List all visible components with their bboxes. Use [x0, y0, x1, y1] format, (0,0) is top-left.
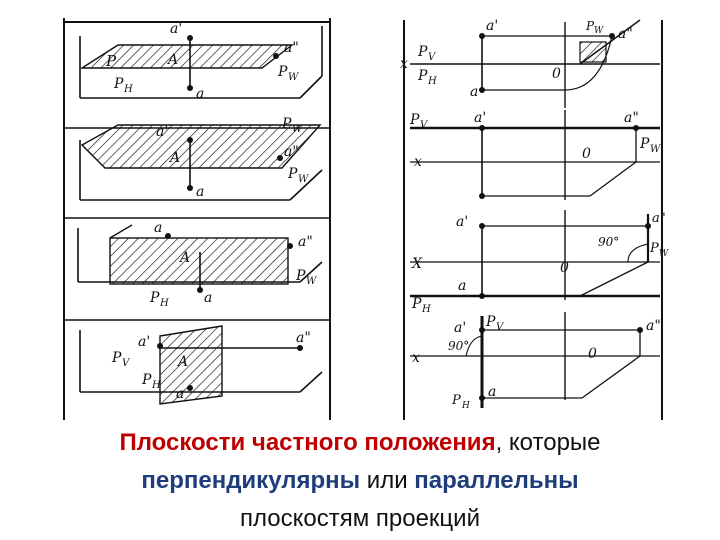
label-a-double-e4: a"	[646, 318, 661, 334]
label-zero-e3: 0	[560, 260, 569, 276]
label-zero-e2: 0	[582, 146, 591, 162]
epure-1: x P V P H a' a 0 a" P W	[400, 18, 660, 108]
label-PH-e3: P	[411, 296, 422, 312]
label-PH-e1: P	[417, 68, 428, 84]
sketch-4-profile-plane: a' a" A a P V P H	[64, 319, 330, 405]
label-PW-sub-e3: W	[659, 249, 669, 259]
label-PW-sub-3: W	[306, 276, 317, 287]
epure-3: a' a" X 0 a 90° P H P W	[410, 210, 669, 315]
label-PH-4: P	[141, 372, 152, 388]
label-A-3: A	[178, 250, 190, 266]
label-PV-sub-e2: V	[420, 120, 429, 131]
label-P-1: P	[105, 52, 117, 70]
caption-title-highlight: Плоскости частного положения	[119, 429, 496, 456]
sketch-3-plane: a a" A a P H P W	[64, 217, 330, 309]
label-PH-3: P	[149, 290, 160, 306]
caption-text-which: , которые	[495, 429, 601, 456]
label-a-double-1: a"	[284, 40, 299, 56]
label-PW-3: P	[295, 268, 306, 284]
label-A-1: A	[166, 52, 178, 68]
label-a-double-e1: a"	[618, 26, 633, 42]
label-PW-e2: P	[639, 136, 650, 152]
label-PV-sub-e4: V	[496, 322, 505, 333]
epure-2: P V x a' a" 0 P W	[409, 110, 661, 200]
label-zero-e1: 0	[552, 66, 561, 82]
caption-parallel: параллельны	[414, 467, 579, 494]
hatched-plane-1	[79, 44, 295, 69]
label-a-e4: a	[488, 384, 496, 400]
label-PV-sub-e1: V	[428, 52, 437, 63]
label-PW-e1: P	[585, 19, 595, 33]
label-a-prime-e1: a'	[486, 18, 498, 34]
epure-4: a' P V a" 90° x 0 a P H	[410, 312, 661, 411]
label-a-double-4: a"	[296, 330, 311, 346]
hatched-plane-4	[159, 325, 223, 405]
label-a-prime-2: a'	[156, 124, 168, 140]
label-a-double-e2: a"	[624, 110, 639, 126]
label-PW-sub-2a: W	[292, 124, 303, 135]
label-PH-sub-e1: H	[427, 76, 437, 87]
label-a-prime-1: a'	[170, 21, 182, 37]
label-X-e3: X	[411, 256, 423, 272]
label-PH-sub-4: H	[151, 380, 161, 391]
caption-line-2: перпендикулярны или параллельны	[0, 462, 720, 500]
label-A-4: A	[176, 354, 188, 370]
label-a-double-2: a"	[284, 144, 299, 160]
label-a-e3: a	[458, 278, 466, 294]
label-PV-e2: P	[409, 112, 420, 128]
hatched-plane-2	[80, 124, 322, 169]
label-PV-e4: P	[485, 314, 496, 330]
label-alpha-3: a	[154, 220, 162, 236]
label-PH-sub-3: H	[159, 298, 169, 309]
label-a-3: a	[204, 290, 212, 306]
projection-figure: a' a" A a P P H P W a' a" A a P W P	[63, 18, 669, 420]
label-a-1: a	[196, 86, 204, 102]
label-PH-1: P	[113, 76, 124, 92]
label-a-e1: a	[470, 84, 478, 100]
label-PH-e4: P	[451, 393, 461, 408]
caption-or: или	[360, 467, 415, 494]
label-PW-sub-e1: W	[594, 26, 604, 36]
label-PV-4: P	[111, 350, 122, 366]
label-a-double-3: a"	[298, 234, 313, 250]
label-90-e3: 90°	[598, 235, 619, 249]
label-PH-sub-1: H	[123, 84, 133, 95]
label-PW-1: P	[277, 64, 288, 80]
label-PW-2a: P	[281, 116, 292, 132]
label-a-2: a	[196, 184, 204, 200]
label-zero-e4: 0	[588, 346, 597, 362]
label-PH-sub-e3: H	[421, 304, 431, 315]
right-panel-epures: x P V P H a' a 0 a" P W P V x a'	[400, 18, 669, 420]
sketch-1-horizontal-plane: a' a" A a P P H P W	[64, 21, 330, 102]
slide-caption: Плоскости частного положения, которые пе…	[0, 424, 720, 538]
caption-projection-planes: плоскостям проекций	[240, 505, 480, 532]
label-PW-sub-e2: W	[650, 144, 661, 155]
label-x-e4: x	[412, 350, 420, 366]
hatched-plane-3	[109, 237, 289, 285]
label-x-1: x	[400, 56, 408, 72]
caption-line-1: Плоскости частного положения, которые	[0, 424, 720, 462]
label-a-4: a	[176, 386, 184, 402]
label-PH-sub-e4: H	[461, 401, 470, 411]
label-A-2: A	[168, 150, 180, 166]
label-PW-sub-2b: W	[298, 174, 309, 185]
label-a-prime-e2: a'	[474, 110, 486, 126]
sketch-2-frontal-plane: a' a" A a P W P W	[64, 116, 330, 201]
label-PW-e3: P	[649, 241, 659, 256]
label-PV-sub-4: V	[122, 358, 131, 369]
left-panel-sketches: a' a" A a P P H P W a' a" A a P W P	[63, 18, 331, 420]
label-PV-e1: P	[417, 44, 428, 60]
label-a-double-e3: a"	[652, 211, 666, 226]
label-90-e4: 90°	[448, 339, 469, 353]
caption-line-3: плоскостям проекций	[0, 500, 720, 538]
label-x-e2: x	[414, 154, 422, 170]
label-a-prime-4: a'	[138, 334, 150, 350]
label-a-prime-e3: a'	[456, 214, 468, 230]
caption-perpendicular: перпендикулярны	[141, 467, 361, 494]
label-a-prime-e4: a'	[454, 320, 466, 336]
label-PW-sub-1: W	[288, 72, 299, 83]
label-PW-2b: P	[287, 166, 298, 182]
